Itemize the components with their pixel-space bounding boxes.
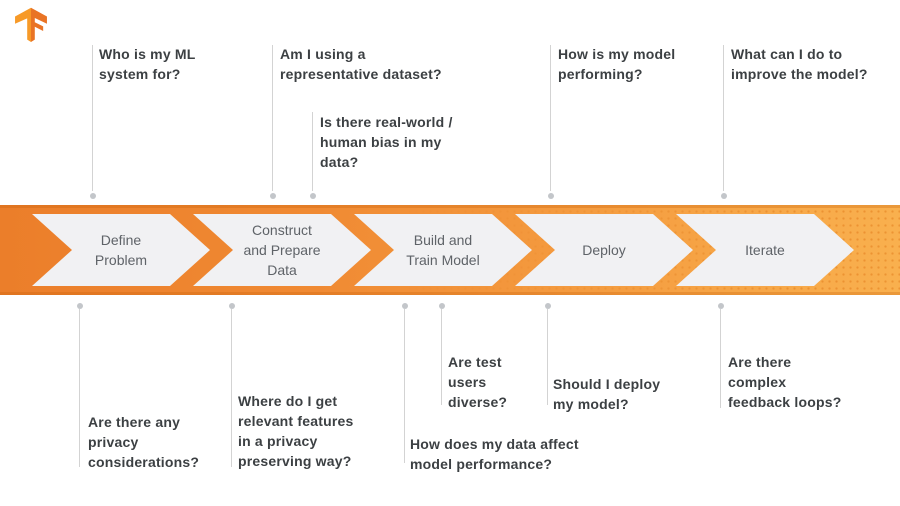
question-privacy-considerations: Are there any privacy considerations? — [88, 414, 200, 470]
connector-line-top-3 — [312, 112, 313, 191]
question-model-performing: How is my model performing? — [558, 46, 676, 82]
question-improve-model: What can I do to improve the model? — [731, 46, 868, 82]
connector-dot-bottom-6 — [717, 303, 724, 309]
question-feedback-loops: Are there complex feedback loops? — [728, 354, 842, 410]
connector-line-bottom-4 — [441, 309, 442, 405]
connector-dot-bottom-2 — [228, 303, 235, 309]
connector-line-top-1 — [92, 45, 93, 191]
connector-line-top-4 — [550, 45, 551, 191]
step-label-define-problem: Define Problem — [94, 232, 148, 268]
connector-dot-top-5 — [720, 193, 727, 199]
step-label-construct-prepare-data: Construct and Prepare Data — [243, 222, 321, 278]
connector-dot-top-3 — [309, 193, 316, 199]
question-data-affect-performance: How does my data affect model performanc… — [410, 436, 579, 472]
connector-dot-bottom-1 — [76, 303, 83, 309]
workflow-band — [0, 205, 900, 295]
question-privacy-preserving-features: Where do I get relevant features in a pr… — [238, 393, 354, 469]
step-label-build-train-model: Build and Train Model — [406, 232, 480, 268]
connector-line-top-2 — [272, 45, 273, 191]
connector-dot-bottom-4 — [438, 303, 445, 309]
connector-dot-bottom-5 — [544, 303, 551, 309]
connector-line-bottom-5 — [547, 309, 548, 405]
connector-line-bottom-6 — [720, 309, 721, 408]
chevron-build-train-model — [354, 214, 532, 286]
chevron-define-problem — [32, 214, 210, 286]
chevron-deploy — [515, 214, 693, 286]
connector-line-top-5 — [723, 45, 724, 191]
connector-line-bottom-1 — [79, 309, 80, 467]
connector-dot-top-2 — [269, 193, 276, 199]
connector-dot-top-1 — [89, 193, 96, 199]
question-should-deploy: Should I deploy my model? — [553, 376, 661, 412]
question-real-world-bias: Is there real-world / human bias in my d… — [320, 114, 453, 170]
chevron-iterate — [676, 214, 854, 286]
connector-line-bottom-2 — [231, 309, 232, 467]
question-representative-dataset: Am I using a representative dataset? — [280, 46, 442, 82]
connector-dot-top-4 — [547, 193, 554, 199]
connector-line-bottom-3 — [404, 309, 405, 463]
question-test-users-diverse: Are test users diverse? — [448, 354, 508, 410]
connector-dot-bottom-3 — [401, 303, 408, 309]
step-label-iterate: Iterate — [745, 242, 785, 258]
workflow-chevrons — [32, 214, 854, 286]
step-label-deploy: Deploy — [582, 242, 626, 258]
question-who-is-my-ml-system-for: Who is my ML system for? — [99, 46, 196, 82]
chevron-construct-prepare-data — [193, 214, 371, 286]
tensorflow-logo-icon — [15, 7, 47, 42]
